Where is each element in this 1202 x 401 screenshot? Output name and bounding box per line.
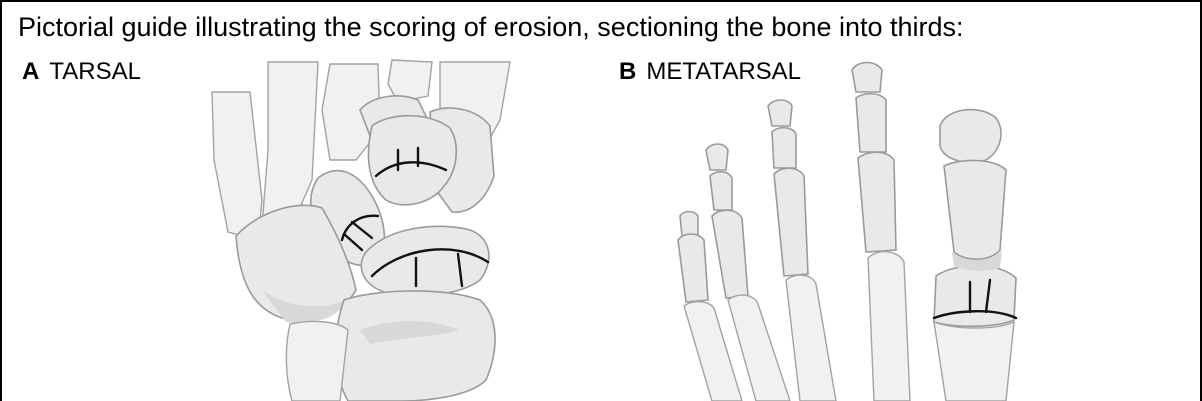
toe-2-phalanx-middle — [856, 94, 886, 152]
toe-5-phalanx-distal — [680, 212, 698, 237]
toe-2-phalanx-proximal — [858, 152, 896, 252]
toe-4-phalanx-proximal — [712, 210, 748, 298]
calcaneus — [286, 322, 348, 401]
great-toe-distal-phalanx — [940, 110, 1001, 163]
talus — [336, 291, 495, 401]
metatarsal-shaft-1 — [212, 92, 262, 240]
toe-4-phalanx-distal — [706, 144, 728, 170]
first-metatarsal-head — [934, 266, 1016, 327]
tarsal-illustration — [212, 60, 510, 401]
first-metatarsal-shaft — [934, 322, 1014, 401]
toe-3-phalanx-proximal — [774, 168, 808, 276]
metatarsal-illustration — [678, 63, 1016, 401]
toe-2-phalanx-distal — [852, 63, 882, 93]
toe-4-phalanx-middle — [710, 172, 732, 210]
great-toe-proximal-phalanx — [944, 160, 1006, 259]
toe-3-phalanx-distal — [768, 100, 792, 126]
toe-3-metatarsal — [786, 275, 836, 401]
toe-5-phalanx-proximal — [678, 234, 708, 302]
toe-2-metatarsal — [868, 252, 910, 401]
toe-3-phalanx-middle — [772, 128, 796, 168]
